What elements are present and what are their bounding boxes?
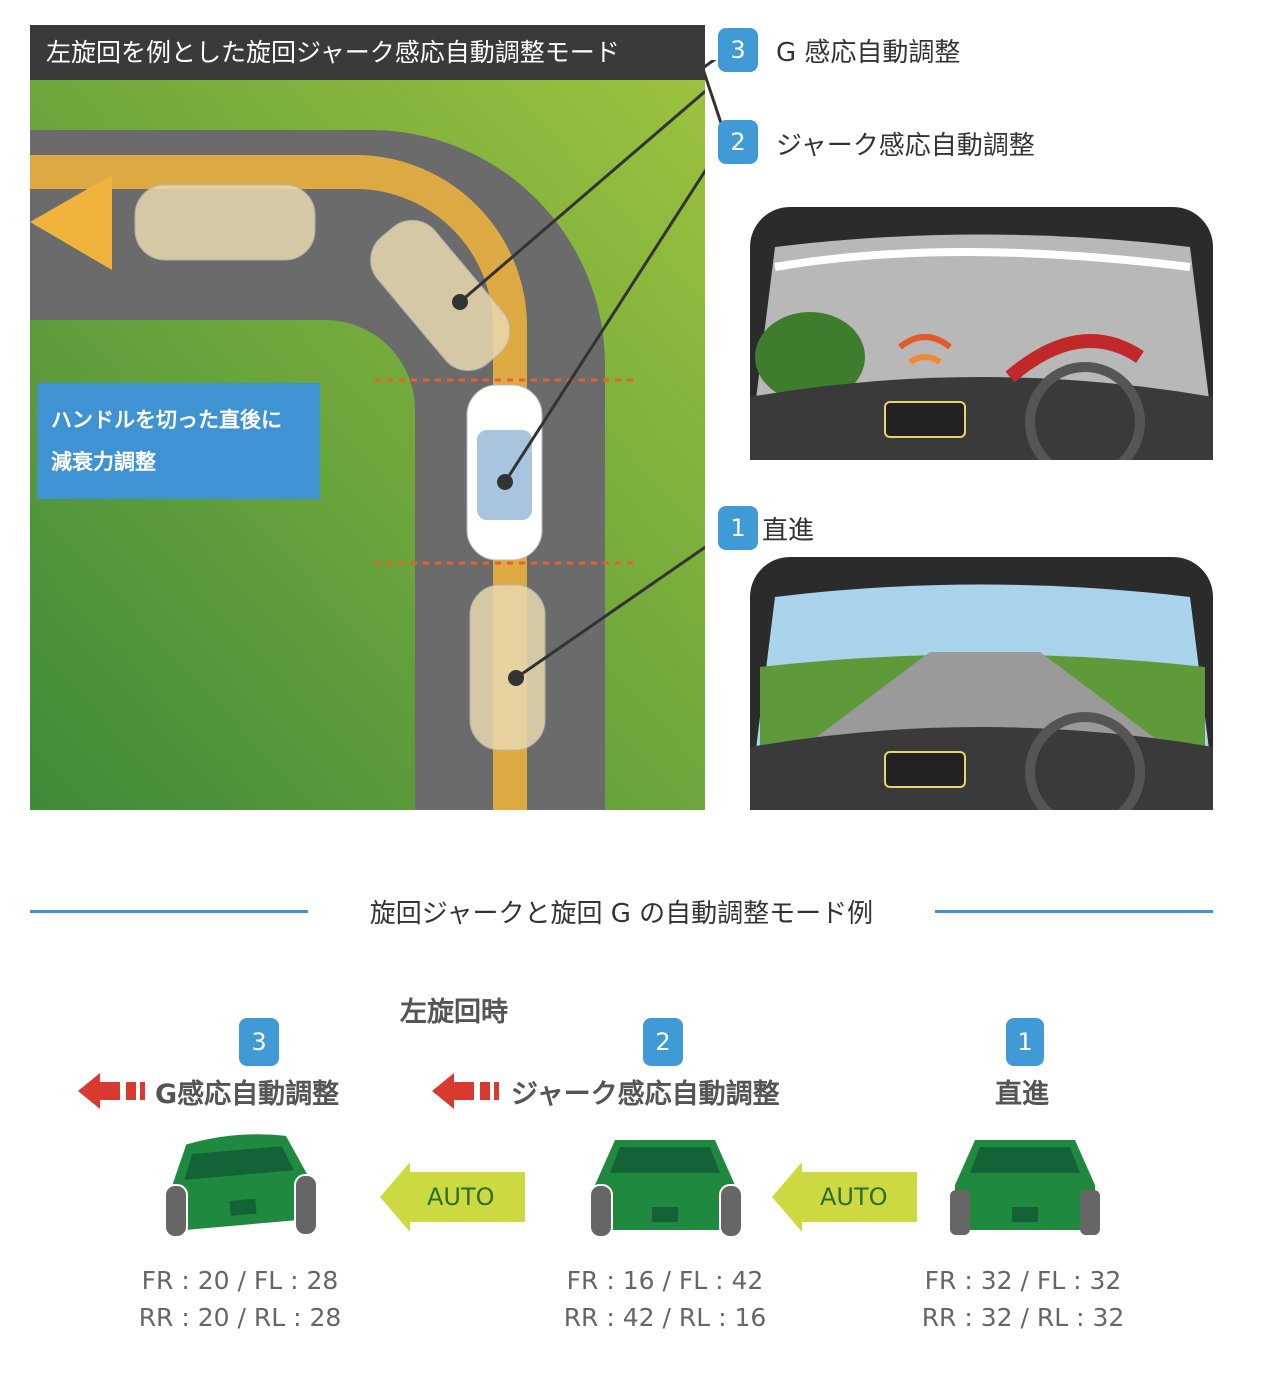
auto-arrow-icon xyxy=(772,1162,917,1232)
step-label-2: ジャーク感応自動調整 xyxy=(776,131,1035,161)
red-arrow-icon xyxy=(432,1073,499,1109)
front-values: FR : 32 / FL : 32 xyxy=(924,1266,1122,1295)
callout-box: ハンドルを切った直後に 減衰力調整 xyxy=(37,383,320,499)
car-tilted-icon xyxy=(164,1134,318,1238)
callout-line: 減衰力調整 xyxy=(51,450,156,474)
mode-label-2: ジャーク感応自動調整 xyxy=(511,1079,780,1110)
red-arrow-icon xyxy=(78,1073,145,1109)
mode-label-3: G感応自動調整 xyxy=(155,1079,340,1110)
rear-values: RR : 42 / RL : 16 xyxy=(563,1303,767,1332)
mode-badge-3: 3 xyxy=(239,1018,279,1066)
car-g xyxy=(370,219,511,371)
auto-label: AUTO xyxy=(820,1183,888,1211)
step-label-1: 直進 xyxy=(762,516,815,546)
car-straight xyxy=(469,584,546,751)
section-title: 旋回ジャークと旋回 G の自動調整モード例 xyxy=(369,899,874,929)
step-badge-3: 3 xyxy=(718,28,758,72)
car-straight-icon xyxy=(950,1140,1100,1235)
auto-label: AUTO xyxy=(427,1183,495,1211)
left-arrow-icon xyxy=(30,175,112,270)
auto-arrow-icon xyxy=(380,1162,525,1232)
car-exit xyxy=(134,184,316,261)
callout-line: ハンドルを切った直後に xyxy=(51,408,282,432)
turn-map-illustration xyxy=(30,80,705,810)
damping-values-2: FR : 16 / FL : 42 RR : 42 / RL : 16 xyxy=(535,1262,795,1336)
path-trail xyxy=(30,155,528,810)
rear-values: RR : 32 / RL : 32 xyxy=(921,1303,1125,1332)
rear-values: RR : 20 / RL : 28 xyxy=(138,1303,342,1332)
divider xyxy=(30,910,308,913)
left-turn-heading: 左旋回時 xyxy=(400,997,508,1028)
cockpit-view-turning xyxy=(750,207,1213,460)
cockpit-view-straight xyxy=(750,557,1213,810)
damping-values-1: FR : 32 / FL : 32 RR : 32 / RL : 32 xyxy=(893,1262,1153,1336)
divider xyxy=(935,910,1213,913)
mode-label-1: 直進 xyxy=(995,1079,1049,1110)
front-values: FR : 20 / FL : 28 xyxy=(141,1266,339,1295)
diagram-title: 左旋回を例とした旋回ジャーク感応自動調整モード xyxy=(30,25,705,80)
mode-badge-2: 2 xyxy=(643,1018,683,1066)
step-badge-1: 1 xyxy=(718,506,758,550)
front-values: FR : 16 / FL : 42 xyxy=(566,1266,764,1295)
damping-values-3: FR : 20 / FL : 28 RR : 20 / RL : 28 xyxy=(110,1262,370,1336)
car-jerk-icon xyxy=(589,1140,743,1238)
car-jerk xyxy=(466,384,543,561)
mode-badge-1: 1 xyxy=(1006,1018,1044,1066)
step-badge-2: 2 xyxy=(718,120,758,164)
step-label-3: G 感応自動調整 xyxy=(776,38,961,68)
